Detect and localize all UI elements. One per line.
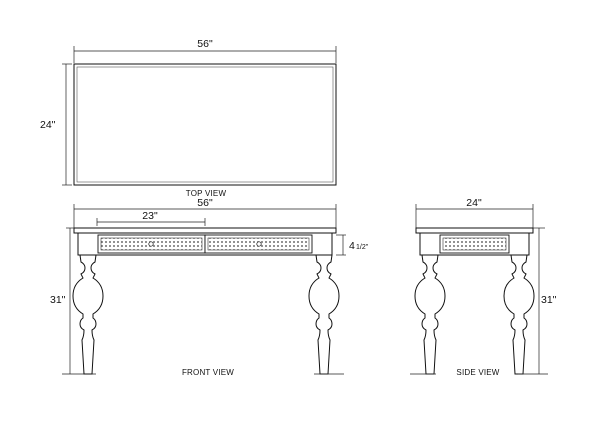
drawer-width-label: 23" — [142, 210, 158, 222]
side-drawer-panel — [439, 234, 510, 254]
front-view-caption: FRONT VIEW — [182, 368, 234, 377]
front-view: 56" 23" 4 1/2" — [50, 197, 369, 377]
tabletop-inner-outline — [76, 66, 334, 183]
drawer-left-knob — [148, 241, 154, 247]
front-left-leg — [72, 254, 104, 375]
drawer-left — [97, 234, 206, 254]
side-height-label: 31" — [541, 294, 557, 306]
drawer-width-dimension: 23" — [96, 210, 206, 226]
top-width-dimension: 56" — [73, 38, 337, 63]
top-width-label: 56" — [197, 38, 213, 50]
top-depth-dimension: 24" — [40, 63, 72, 186]
front-height-dimension: 31" — [50, 227, 96, 375]
drawer-right-knob — [256, 241, 262, 247]
front-height-label: 31" — [50, 294, 66, 306]
top-depth-label: 24" — [40, 119, 56, 131]
side-width-label: 24" — [466, 197, 482, 209]
side-height-dimension: 31" — [518, 227, 557, 375]
top-view: 56" 24" TOP VIEW — [40, 38, 337, 198]
front-width-dimension: 56" — [73, 197, 337, 228]
drawer-height-dimension: 4 1/2" — [336, 234, 369, 256]
side-view: 24" 31" SIDE VIEW — [410, 197, 557, 377]
side-right-leg — [503, 254, 535, 375]
side-width-dimension: 24" — [415, 197, 534, 228]
drawer-right — [204, 234, 313, 254]
side-view-caption: SIDE VIEW — [456, 368, 499, 377]
front-right-leg — [308, 254, 340, 375]
drawer-height-label-fraction: 1/2" — [356, 244, 369, 251]
top-view-caption: TOP VIEW — [186, 189, 227, 198]
tabletop-outer-outline — [73, 63, 337, 186]
front-tabletop — [73, 227, 337, 234]
front-width-label: 56" — [197, 197, 213, 209]
side-tabletop — [415, 227, 534, 234]
side-left-leg — [414, 254, 446, 375]
drawer-height-label-whole: 4 — [349, 240, 355, 252]
